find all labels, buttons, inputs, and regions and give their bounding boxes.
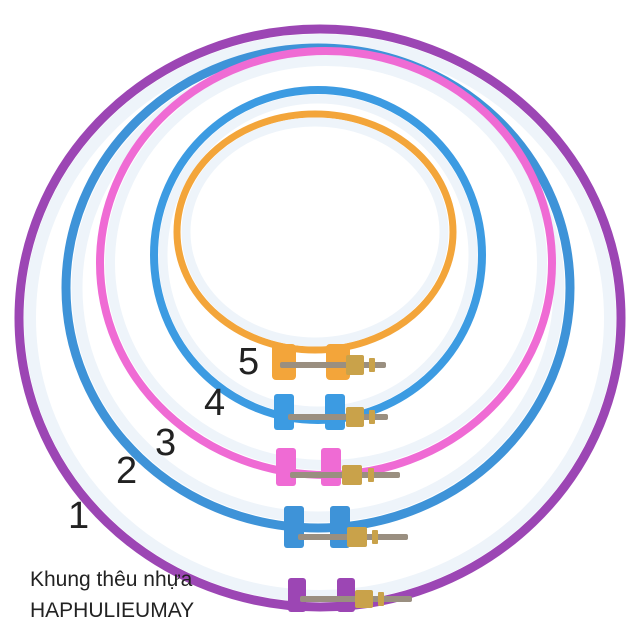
hoop-5-inner-ring — [181, 117, 449, 347]
hoop-4-outer-ring — [150, 86, 486, 424]
hoop-label-4: 4 — [204, 382, 226, 424]
hoop-4-clamp — [274, 394, 388, 430]
caption-line-2: HAPHULIEUMAY — [30, 599, 195, 622]
hoop-label-5: 5 — [238, 341, 260, 383]
hoop-1-clamp — [288, 578, 412, 612]
hoop-label-3: 3 — [155, 422, 177, 464]
hoop-1-outer-ring — [14, 24, 626, 612]
hoop-label-1: 1 — [68, 495, 90, 537]
hoop-label-2: 2 — [116, 450, 138, 492]
hoop-3 — [96, 47, 556, 486]
hoop-3-clamp — [276, 448, 400, 486]
hoop-4 — [150, 86, 486, 430]
hoop-5 — [173, 110, 457, 380]
caption-line-1: Khung thêu nhựa — [30, 568, 193, 591]
hoop-4-inner-ring — [158, 94, 478, 416]
hoop-5-clamp — [272, 344, 386, 380]
hoop-2-clamp — [284, 506, 408, 548]
hoop-1 — [14, 24, 626, 612]
hoop-5-outer-ring — [173, 110, 457, 354]
